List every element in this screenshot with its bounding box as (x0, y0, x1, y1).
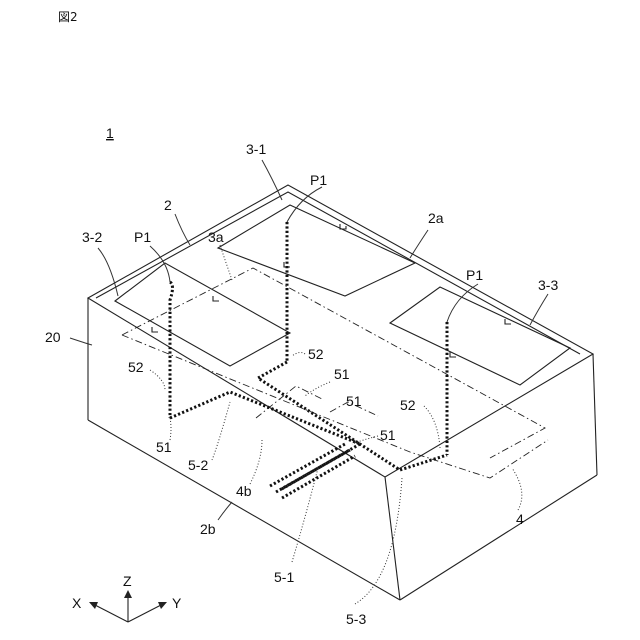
label-feed-line-5-3: 5-3 (346, 611, 366, 627)
antenna-3-1-patch (218, 205, 415, 296)
axis-x-label: X (72, 595, 82, 611)
leader-52-left (150, 370, 165, 390)
axis-y-line (128, 605, 161, 622)
label-via-51-right: 51 (380, 427, 396, 443)
label-feed-point-1: P1 (310, 172, 327, 188)
label-feed-point-3: P1 (466, 267, 483, 283)
front-vertical-edge (385, 477, 400, 600)
feed-line-5-1 (258, 362, 447, 470)
leader-2b (218, 502, 232, 520)
antenna-3-2-notch-low (152, 327, 158, 332)
label-bottom-surface: 2b (200, 521, 216, 537)
label-via-51-left: 51 (156, 439, 172, 455)
reference-labels: 1 3-1 P1 2 2a 3-2 P1 3a P1 3-3 20 52 52 … (45, 125, 558, 627)
leader-4b (250, 440, 262, 484)
leader-5-2 (212, 402, 230, 460)
terminal-line-a (270, 444, 345, 486)
leader-lines (70, 160, 548, 604)
leader-52-center (292, 352, 305, 356)
feed-line-5-2 (170, 392, 360, 444)
label-terminal: 4b (236, 483, 252, 499)
leader-3-2 (98, 248, 118, 296)
label-antenna-3-3: 3-3 (538, 277, 558, 293)
figure-title: 図2 (58, 10, 78, 24)
leader-52-right (424, 406, 440, 448)
label-via-51-mid: 51 (346, 393, 362, 409)
label-antenna-ref: 3a (208, 229, 224, 245)
leader-3a (220, 245, 232, 280)
leader-p1-center (287, 187, 322, 222)
label-feed-point-2: P1 (134, 229, 151, 245)
label-via-52-left: 52 (128, 359, 144, 375)
label-substrate: 2 (164, 197, 172, 213)
label-feed-line-5-2: 5-2 (188, 457, 208, 473)
axis-z-arrowhead (124, 590, 132, 598)
leader-2a (410, 230, 428, 258)
ground-layer-upper (122, 268, 545, 458)
label-device: 1 (106, 125, 114, 141)
leader-4 (512, 468, 522, 510)
substrate-box (88, 185, 597, 600)
right-bottom-edge (400, 475, 597, 600)
leader-51-center (305, 382, 330, 396)
label-via-52-center: 52 (308, 346, 324, 362)
coordinate-axes: Z X Y (72, 573, 182, 622)
label-via-52-right: 52 (400, 397, 416, 413)
leader-5-3 (355, 478, 402, 604)
label-antenna-3-2: 3-2 (82, 229, 102, 245)
antenna-3-2-patch (115, 263, 290, 366)
right-vertical-edge (593, 354, 597, 475)
leader-2 (175, 214, 190, 245)
axis-z-label: Z (123, 573, 132, 589)
leader-51-left (170, 418, 171, 440)
via-p1-left (170, 282, 173, 418)
label-feed-line-5-1: 5-1 (274, 569, 294, 585)
axis-x-line (95, 605, 128, 622)
leader-20 (70, 338, 92, 345)
label-via-51-center: 51 (334, 366, 350, 382)
label-antenna-3-1: 3-1 (246, 141, 266, 157)
antenna-3-2-notch (213, 296, 219, 301)
label-side-surface: 20 (45, 329, 61, 345)
label-top-surface: 2a (428, 210, 444, 226)
terminal-line-c (282, 456, 355, 498)
front-bottom-edge (88, 420, 400, 600)
leader-3-3 (530, 294, 548, 325)
axis-y-label: Y (172, 595, 182, 611)
label-ground-layer: 4 (516, 511, 524, 527)
